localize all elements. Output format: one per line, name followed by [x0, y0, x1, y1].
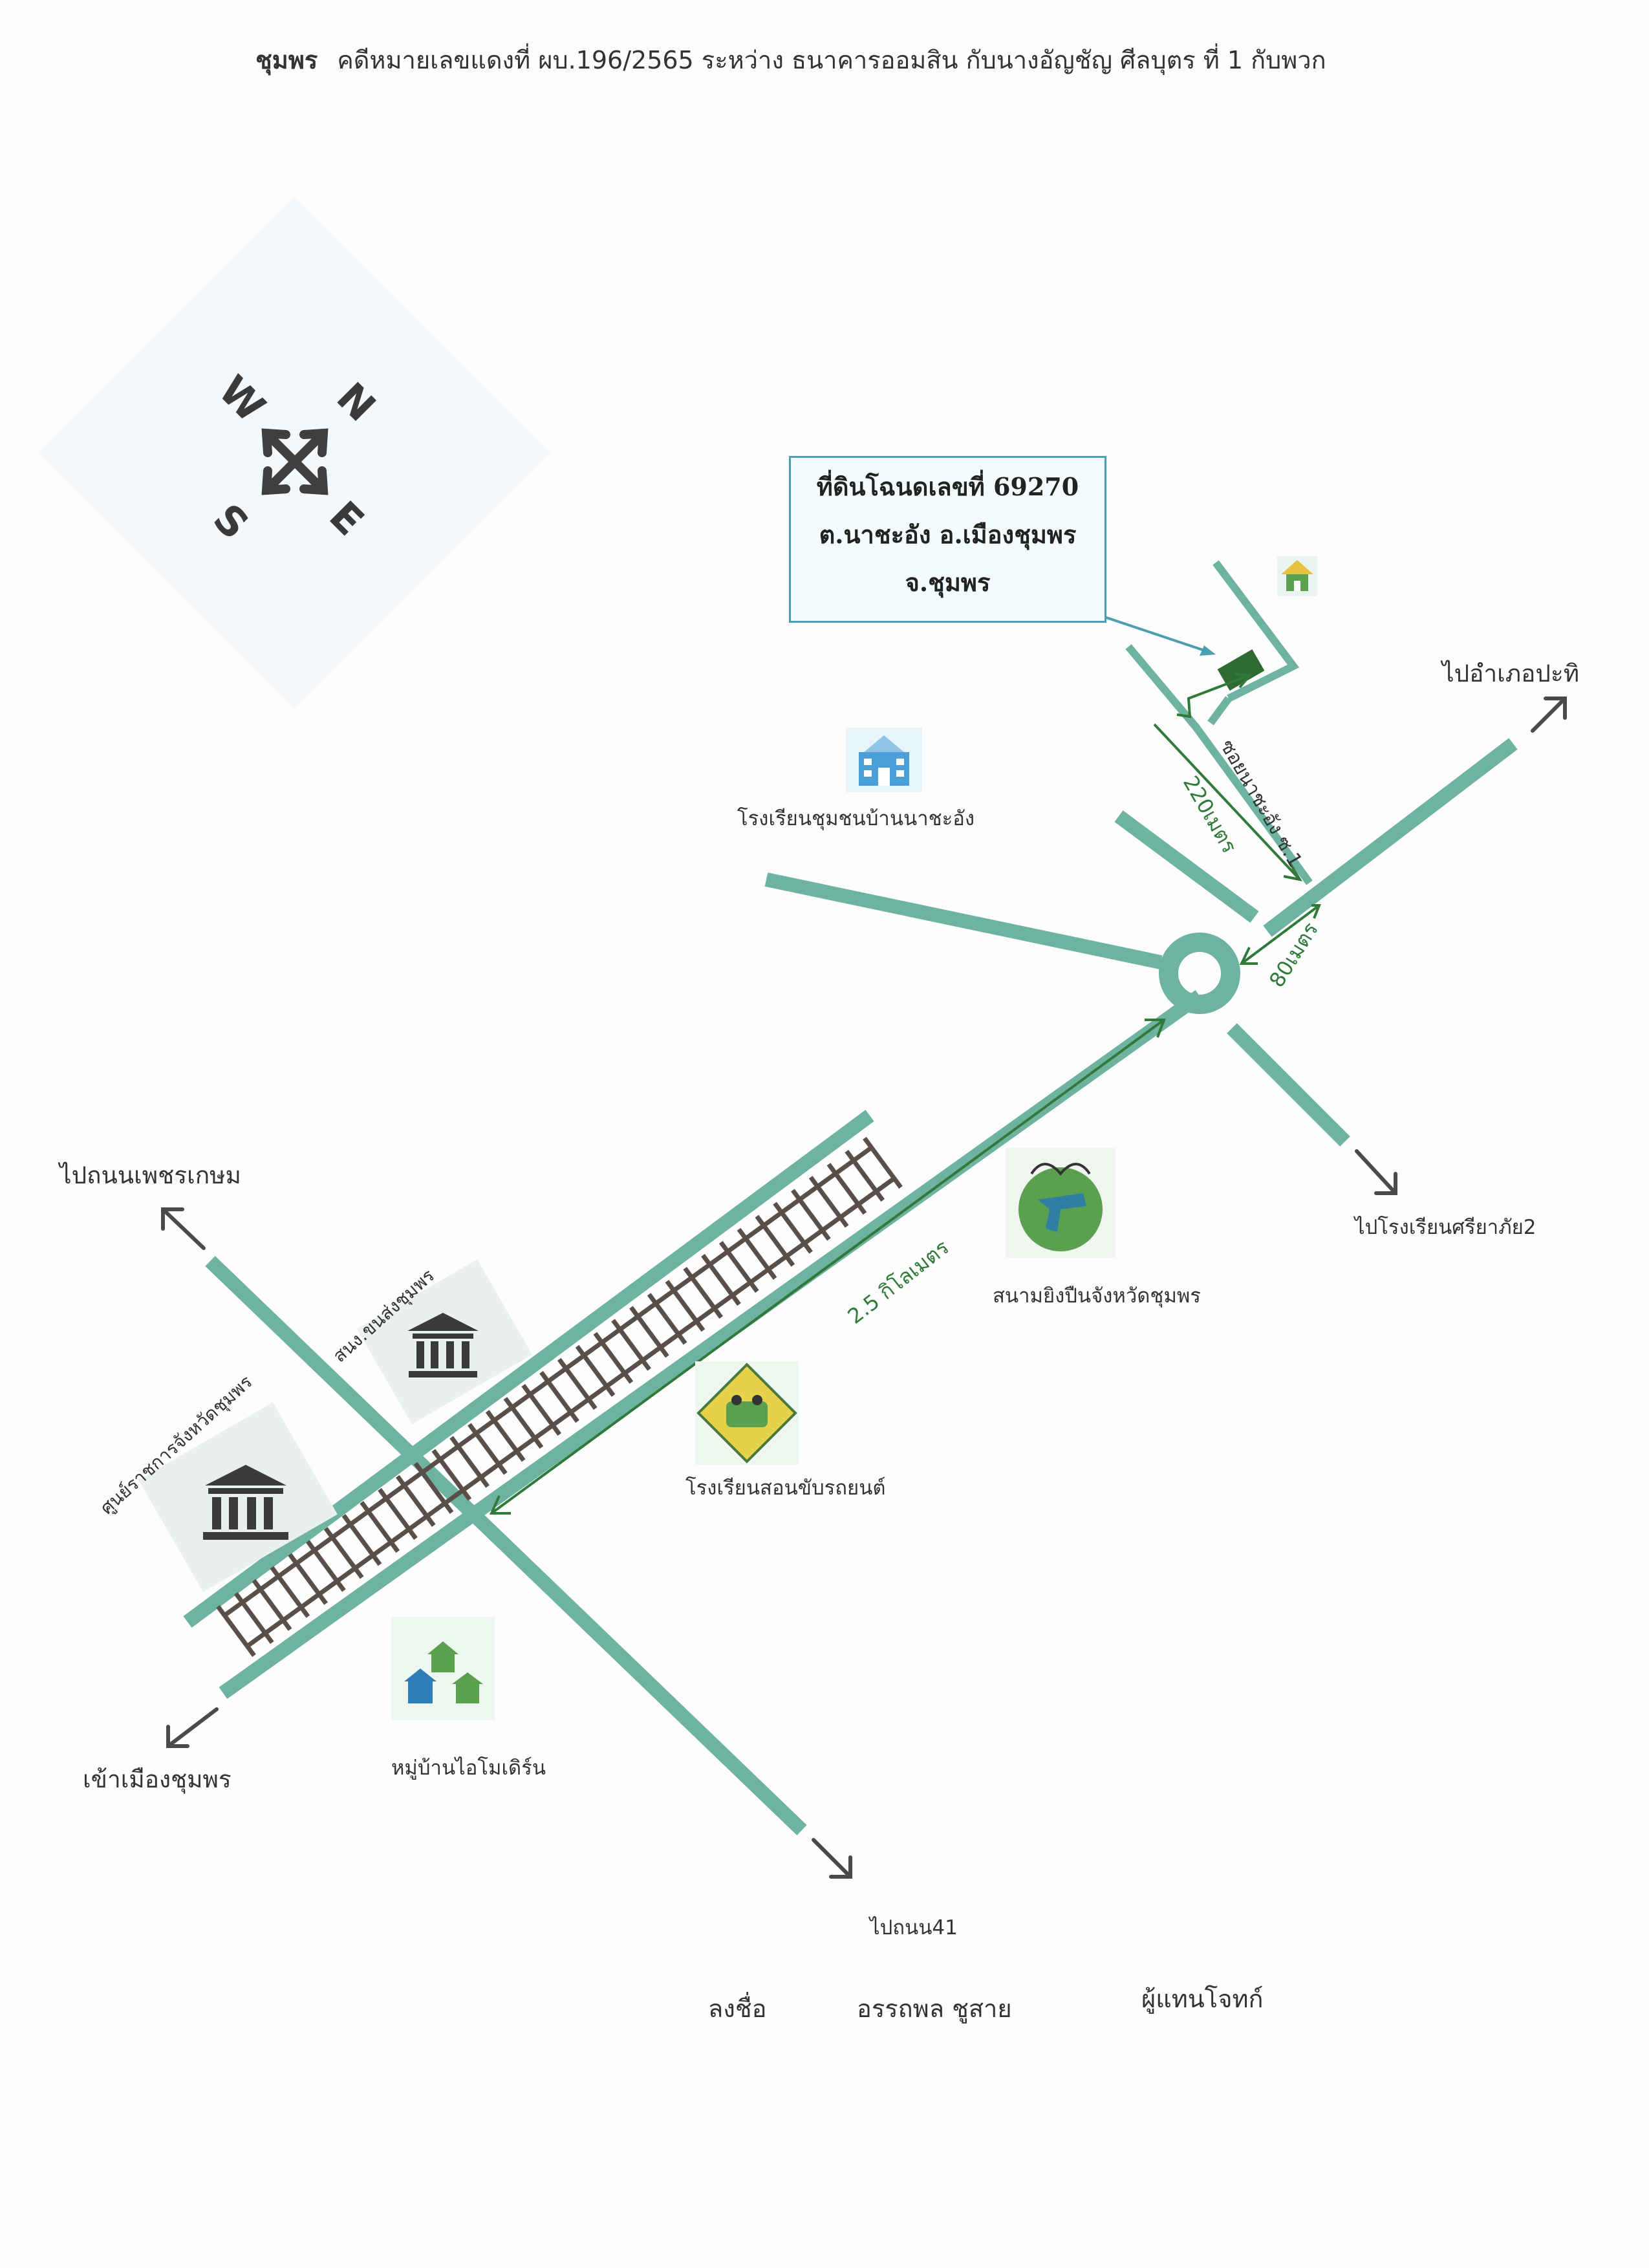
railway-tie: [826, 1163, 867, 1215]
driving-school-icon: [695, 1361, 799, 1465]
label-driving-school: โรงเรียนสอนขับรถยนต์: [685, 1476, 886, 1500]
main-road-upper: [183, 1110, 874, 1628]
railway-tie: [557, 1357, 598, 1410]
cross-road: [205, 1256, 807, 1835]
railway-tie: [683, 1267, 724, 1319]
railway-tie: [252, 1579, 292, 1631]
railway-tie: [323, 1527, 364, 1579]
railway-tie: [360, 1501, 400, 1553]
railway-tie: [233, 1592, 274, 1644]
document-header: ชุมพร คดีหมายเลขแดงที่ ผบ.196/2565 ระหว่า…: [255, 40, 1326, 80]
village-icon: [391, 1617, 495, 1720]
railway-tie: [791, 1189, 831, 1241]
railway-tie: [647, 1293, 687, 1345]
header-case-text: คดีหมายเลขแดงที่ ผบ.196/2565 ระหว่าง ธนา…: [337, 46, 1326, 74]
railway-tie: [341, 1514, 382, 1566]
header-province: ชุมพร: [255, 46, 318, 74]
label-school-community: โรงเรียนชุมชนบ้านนาชะอัง: [737, 807, 975, 830]
railway-tie: [431, 1449, 472, 1501]
railway-tie: [737, 1227, 777, 1280]
railway-tie: [413, 1462, 454, 1514]
railway-tie: [808, 1176, 849, 1228]
signature-label: ลงชื่อ: [708, 1994, 767, 2023]
dir-sriyapai: ไปโรงเรียนศรียาภัย2: [1355, 1216, 1536, 1239]
railway-tie: [449, 1436, 490, 1488]
soi-branch: [1114, 810, 1259, 923]
railway-tie: [216, 1604, 256, 1658]
railway-tie: [503, 1397, 544, 1449]
distance-arrows: [489, 673, 1321, 1515]
railway-tie: [701, 1253, 741, 1306]
dir-chumphon-city: เข้าเมืองชุมพร: [83, 1766, 232, 1793]
dir-road41: ไปถนน41: [870, 1916, 958, 1939]
compass-icon: [38, 197, 550, 709]
railway-tie: [485, 1410, 526, 1462]
dir-pathio: ไปอำเภอปะทิ: [1442, 660, 1580, 687]
railway-tie: [773, 1202, 813, 1254]
land-callout-line3: จ.ชุมพร: [905, 568, 991, 597]
land-callout-line1: ที่ดินโฉนดเลขที่ 69270: [816, 472, 1079, 501]
railway: [216, 1136, 903, 1658]
transport-office-icon: [356, 1259, 533, 1425]
road-to-pathio: [1263, 738, 1518, 937]
land-plot: [1217, 649, 1265, 691]
label-shooting-range: สนามยิงปืนจังหวัดชุมพร: [993, 1284, 1201, 1308]
railway-tie: [306, 1540, 346, 1592]
railway-tie: [378, 1487, 418, 1540]
dir-petchkasem: ไปถนนเพชรเกษม: [59, 1161, 241, 1189]
road-to-sriyapai: [1227, 1023, 1350, 1147]
railway-tie: [755, 1215, 795, 1267]
house-icon: [1277, 556, 1317, 596]
railway-tie: [665, 1280, 706, 1332]
shooting-range-icon: [1006, 1148, 1116, 1258]
label-village: หมู่บ้านไอโมเดิร์น: [391, 1756, 546, 1780]
land-callout: ที่ดินโฉนดเลขที่ 69270 ต.นาชะอัง อ.เมือง…: [789, 456, 1106, 623]
railway-tie: [521, 1384, 562, 1436]
railway-tie: [575, 1345, 616, 1397]
railway-tie: [593, 1332, 634, 1384]
railway-tie: [863, 1136, 903, 1189]
railway-tie: [288, 1553, 328, 1605]
railway-tie: [845, 1150, 885, 1202]
roundabout: [1159, 933, 1240, 1014]
signature-name: อรรถพล ชูสาย: [857, 1994, 1012, 2023]
government-center-icon: [138, 1402, 338, 1592]
direction-arrows: [161, 697, 1567, 1879]
railway-tie: [629, 1306, 669, 1358]
road-to-school: [764, 872, 1163, 969]
railway-tie: [270, 1566, 310, 1618]
railway-tie: [611, 1319, 651, 1371]
land-callout-line2: ต.นาชะอัง อ.เมืองชุมพร: [819, 520, 1077, 549]
soi-lines: [1125, 560, 1313, 885]
railway-tie: [718, 1240, 759, 1293]
railway-tie: [468, 1423, 508, 1475]
railway-tie: [395, 1474, 436, 1527]
callout-pointer: [1102, 615, 1213, 654]
railway-tie: [539, 1370, 579, 1423]
school-icon: [846, 728, 922, 792]
signature-role: ผู้แทนโจทก์: [1141, 1985, 1264, 2013]
